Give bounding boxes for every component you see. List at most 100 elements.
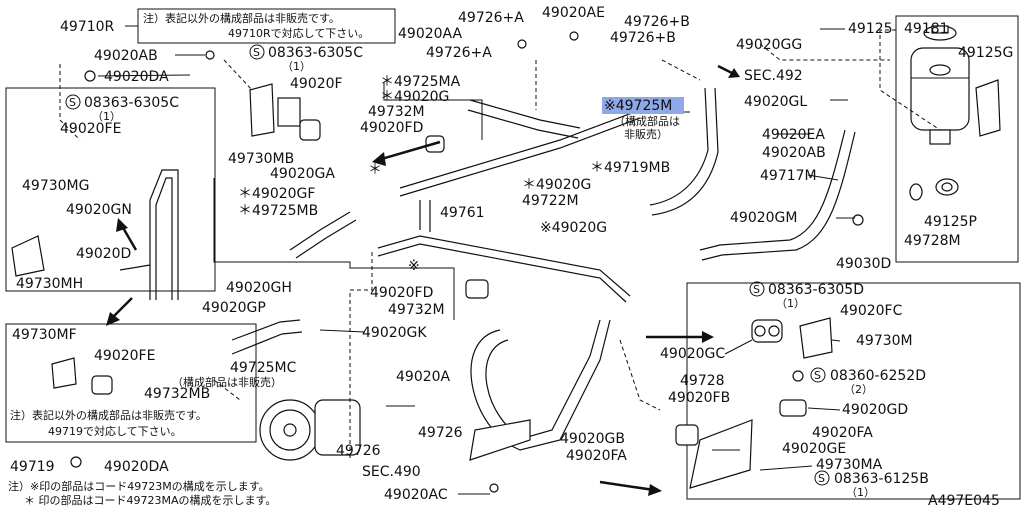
label-49730MH[interactable]: 49730MH bbox=[16, 276, 83, 292]
bolt-49020AA[interactable] bbox=[517, 39, 527, 49]
label-49020A[interactable]: 49020A bbox=[396, 369, 451, 385]
label-49719[interactable]: 49719 bbox=[10, 459, 55, 475]
label-49726B-a[interactable]: 49726+B bbox=[624, 14, 690, 30]
label-49020AC[interactable]: 49020AC bbox=[384, 487, 448, 503]
label-49125P[interactable]: 49125P bbox=[924, 214, 977, 230]
label-49719MB[interactable]: ＊49719MB bbox=[590, 160, 670, 176]
label-49730MA[interactable]: 49730MA bbox=[816, 457, 883, 473]
label-49020GM[interactable]: 49020GM bbox=[730, 210, 797, 226]
label-08363-6305C-a[interactable]: 08363-6305C bbox=[84, 95, 179, 111]
bolt-49020DA[interactable] bbox=[84, 70, 96, 82]
return-hose-49717M[interactable] bbox=[699, 129, 856, 261]
clamp-49020GC[interactable] bbox=[751, 319, 783, 343]
label-49020GA[interactable]: 49020GA bbox=[270, 166, 335, 182]
label-49722M[interactable]: 49722M bbox=[522, 193, 579, 209]
label-SEC492[interactable]: SEC.492 bbox=[744, 68, 803, 84]
label-49710R[interactable]: 49710R bbox=[60, 19, 115, 35]
bracket-49730MF[interactable] bbox=[51, 357, 77, 389]
label-49020GN[interactable]: 49020GN bbox=[66, 202, 132, 218]
label-49728M[interactable]: 49728M bbox=[904, 233, 961, 249]
pressure-tube-assembly[interactable] bbox=[377, 109, 641, 303]
label-49125[interactable]: 49125 bbox=[848, 21, 893, 37]
label-49725MC[interactable]: 49725MC bbox=[230, 360, 297, 376]
clamp-49732M[interactable] bbox=[465, 279, 489, 299]
bracket-lower-center[interactable] bbox=[469, 419, 531, 461]
label-49728[interactable]: 49728 bbox=[680, 373, 725, 389]
label-49730MG[interactable]: 49730MG bbox=[22, 178, 89, 194]
label-49020FA-b[interactable]: 49020FA bbox=[812, 425, 873, 441]
bolt-49020AC[interactable] bbox=[489, 483, 499, 493]
bracket-49730MH[interactable] bbox=[11, 235, 45, 277]
bolt-49030D[interactable] bbox=[852, 214, 864, 226]
label-49020GL[interactable]: 49020GL bbox=[744, 94, 807, 110]
label-49020FA-a[interactable]: 49020FA bbox=[566, 448, 627, 464]
bracket-49730MA[interactable] bbox=[689, 419, 753, 489]
label-49730MB[interactable]: 49730MB bbox=[228, 151, 294, 167]
label-49020GK[interactable]: 49020GK bbox=[362, 325, 427, 341]
label-49717M[interactable]: 49717M bbox=[760, 168, 817, 184]
clamp-49732MB[interactable] bbox=[91, 375, 113, 395]
label-49726A-b[interactable]: 49726+A bbox=[426, 45, 492, 61]
label-49726A-a[interactable]: 49726+A bbox=[458, 10, 524, 26]
label-49030D[interactable]: 49030D bbox=[836, 256, 891, 272]
label-49726B-b[interactable]: 49726+B bbox=[610, 30, 676, 46]
label-49730M[interactable]: 49730M bbox=[856, 333, 913, 349]
label-49020D[interactable]: 49020D bbox=[76, 246, 131, 262]
label-49020F[interactable]: 49020F bbox=[290, 76, 343, 92]
label-49020GP[interactable]: 49020GP bbox=[202, 300, 266, 316]
reservoir-bracket[interactable] bbox=[975, 79, 1001, 137]
bolt-49020DA-b[interactable] bbox=[70, 456, 82, 468]
label-49181[interactable]: 49181 bbox=[904, 21, 949, 37]
label-49020GF[interactable]: ＊49020GF bbox=[238, 186, 315, 202]
label-08363-6305D[interactable]: 08363-6305D bbox=[768, 282, 864, 298]
grommet-49125P[interactable] bbox=[935, 178, 959, 196]
label-08363-6305C-b[interactable]: 08363-6305C bbox=[268, 45, 363, 61]
label-49726-b[interactable]: 49726 bbox=[336, 443, 381, 459]
reservoir-cap[interactable] bbox=[923, 25, 957, 41]
hose-49725MC[interactable] bbox=[231, 319, 303, 355]
label-49020FE-b[interactable]: 49020FE bbox=[94, 348, 155, 364]
label-08360-6252D[interactable]: 08360-6252D bbox=[830, 368, 926, 384]
label-49020AA[interactable]: 49020AA bbox=[398, 26, 463, 42]
reservoir-tank[interactable] bbox=[910, 47, 970, 145]
label-SEC490[interactable]: SEC.490 bbox=[362, 464, 421, 480]
bracket-49730MB[interactable] bbox=[249, 83, 301, 137]
grommet-49728M[interactable] bbox=[909, 183, 923, 201]
cooler-tube-49020GN[interactable] bbox=[119, 169, 179, 300]
label-49020G-b[interactable]: ＊49020G bbox=[522, 177, 591, 193]
clamp-49020GA[interactable] bbox=[299, 119, 321, 141]
hose-49725MA[interactable] bbox=[467, 99, 581, 139]
label-49020GH[interactable]: 49020GH bbox=[226, 280, 292, 296]
label-49020G-a[interactable]: ＊49020G bbox=[380, 89, 449, 105]
label-49732M-b[interactable]: 49732M bbox=[388, 302, 445, 318]
label-49020EA[interactable]: 49020EA bbox=[762, 127, 825, 143]
label-49020GE[interactable]: 49020GE bbox=[782, 441, 846, 457]
label-49725MB[interactable]: ＊49725MB bbox=[238, 203, 318, 219]
label-49020GG[interactable]: 49020GG bbox=[736, 37, 802, 53]
bolt-49020AB[interactable] bbox=[205, 50, 215, 60]
label-49020AE[interactable]: 49020AE bbox=[542, 5, 605, 21]
label-49732MB[interactable]: 49732MB bbox=[144, 386, 210, 402]
label-49761[interactable]: 49761 bbox=[440, 205, 485, 221]
bracket-49730M[interactable] bbox=[799, 317, 833, 359]
label-49732M-a[interactable]: 49732M bbox=[368, 104, 425, 120]
label-49020FC[interactable]: 49020FC bbox=[840, 303, 903, 319]
label-49725MA[interactable]: ＊49725MA bbox=[380, 74, 461, 90]
label-49725M[interactable]: ※49725M bbox=[604, 98, 672, 114]
label-49726-a[interactable]: 49726 bbox=[418, 425, 463, 441]
label-49020FD-b[interactable]: 49020FD bbox=[370, 285, 433, 301]
label-49020GD[interactable]: 49020GD bbox=[842, 402, 908, 418]
bolt-49020AE[interactable] bbox=[569, 31, 579, 41]
power-steering-pump[interactable] bbox=[259, 399, 361, 461]
clamp-49020GB[interactable] bbox=[675, 424, 699, 446]
label-49020AB-b[interactable]: 49020AB bbox=[762, 145, 826, 161]
bolt-08360-6252D[interactable] bbox=[792, 370, 804, 382]
label-49020G-c[interactable]: ※49020G bbox=[540, 220, 607, 236]
label-49020DA-a[interactable]: 49020DA bbox=[104, 69, 169, 85]
clamp-49020GD[interactable] bbox=[779, 399, 807, 417]
hose-49725MB[interactable] bbox=[289, 211, 357, 259]
label-49020GB[interactable]: 49020GB bbox=[560, 431, 625, 447]
label-49020FE-a[interactable]: 49020FE bbox=[60, 121, 121, 137]
label-49020FD-a[interactable]: 49020FD bbox=[360, 120, 423, 136]
label-49730MF[interactable]: 49730MF bbox=[12, 327, 77, 343]
